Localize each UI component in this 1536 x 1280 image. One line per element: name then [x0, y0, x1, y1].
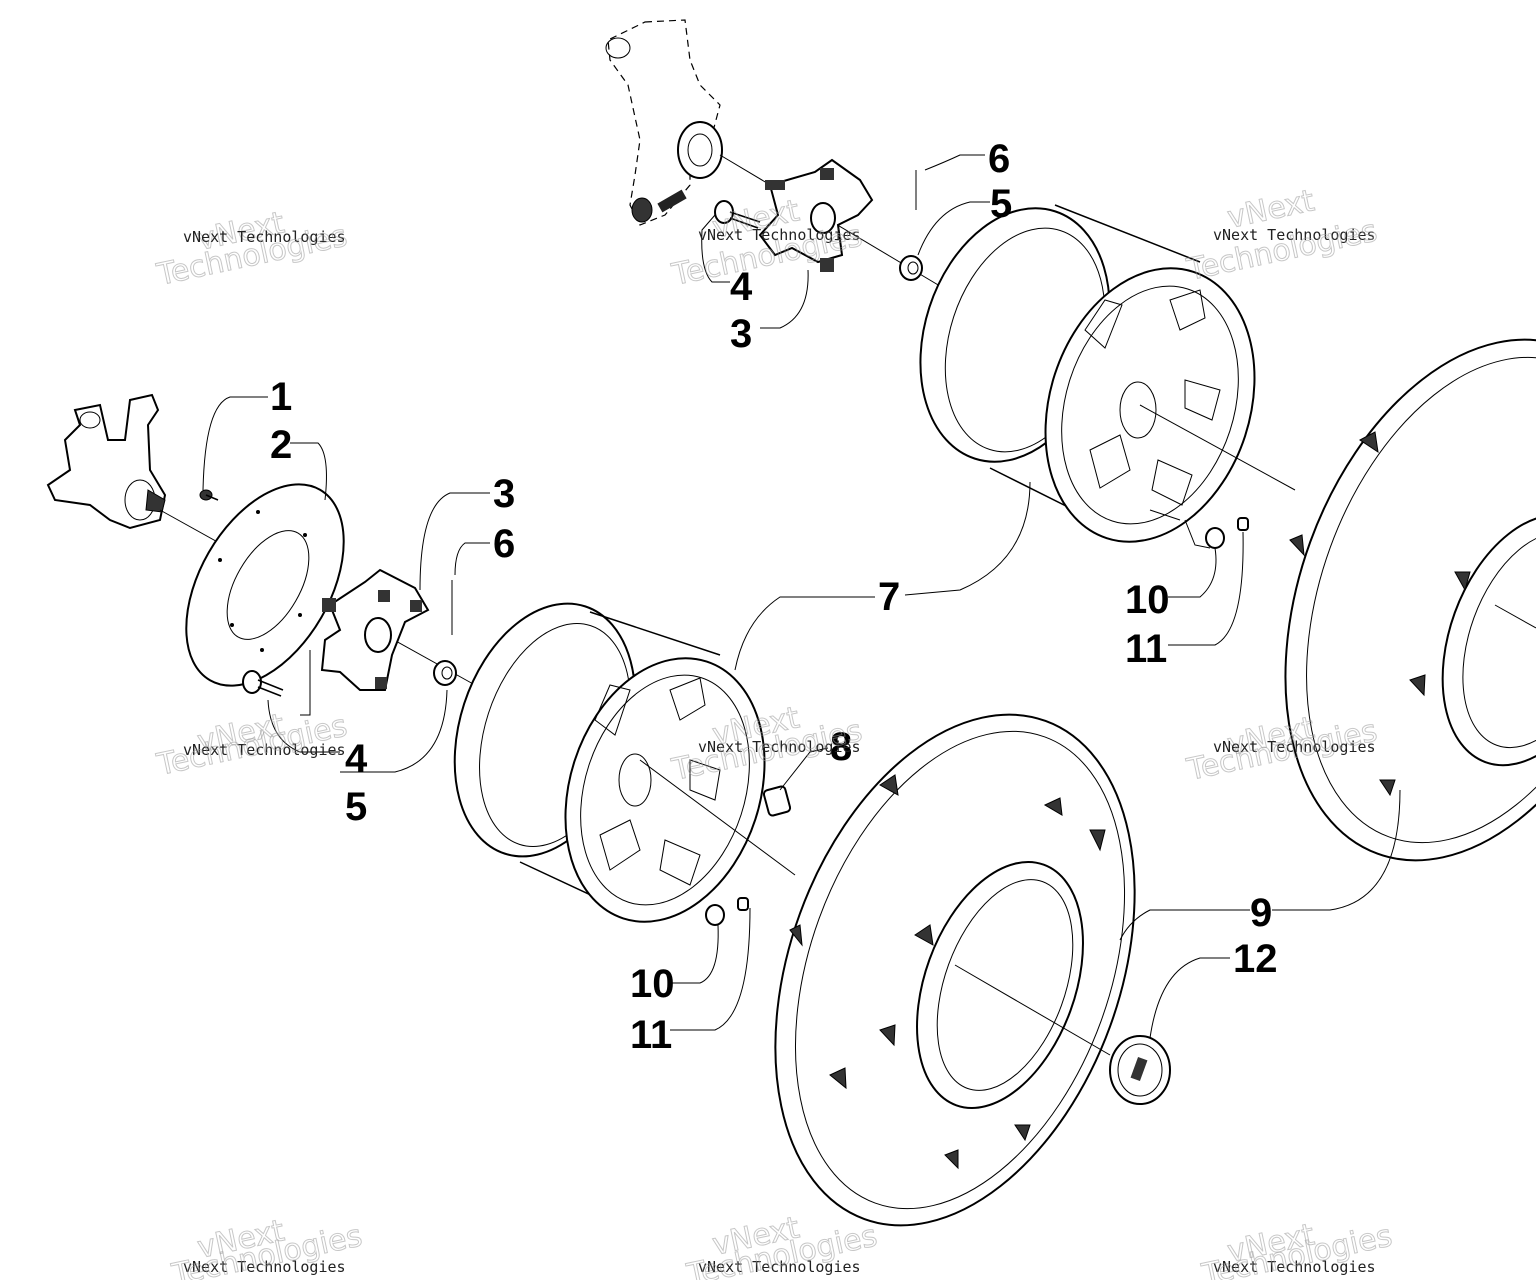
callout-5-lower: 5 — [345, 785, 367, 829]
svg-text:vNext Technologies: vNext Technologies — [698, 226, 861, 244]
svg-text:vNext Technologies: vNext Technologies — [183, 741, 346, 759]
callout-9: 9 — [1250, 891, 1272, 935]
castle-nut-left — [433, 660, 457, 686]
callout-6-upper: 6 — [988, 137, 1010, 181]
callout-5-upper: 5 — [990, 182, 1012, 226]
callout-12: 12 — [1233, 937, 1278, 981]
callout-6-lower: 6 — [493, 522, 515, 566]
hub-cap — [1109, 1035, 1171, 1105]
hub-left — [320, 568, 430, 691]
watermark: vNext vNext Technologies Technologies — [168, 1213, 366, 1280]
lug-stud-left — [242, 670, 284, 697]
callout-numbers: 1 2 3 6 4 5 6 5 4 3 7 8 10 11 10 11 9 12 — [270, 137, 1278, 1057]
svg-text:vNext Technologies: vNext Technologies — [698, 1258, 861, 1276]
callout-3-upper: 3 — [730, 312, 752, 356]
callout-10-rear: 10 — [1125, 578, 1170, 622]
valve-stem-rear — [1205, 517, 1249, 549]
callout-8: 8 — [830, 725, 852, 769]
lug-nut — [762, 785, 792, 817]
brake-disc — [185, 483, 345, 687]
svg-text:vNext Technologies: vNext Technologies — [1213, 226, 1376, 244]
svg-text:vNext Technologies: vNext Technologies — [183, 1258, 346, 1276]
callout-11-rear: 11 — [1125, 627, 1167, 671]
callout-4-lower: 4 — [345, 737, 368, 781]
watermark: vNext vNext Technologies Technologies — [1183, 183, 1381, 289]
svg-text:vNext Technologies: vNext Technologies — [1213, 738, 1376, 756]
steering-knuckle-left — [46, 393, 167, 530]
tire-front — [774, 713, 1136, 1227]
callout-4-upper: 4 — [730, 265, 753, 309]
leader-lines — [202, 154, 1401, 1039]
watermark: vNext vNext Technologies Technologies — [153, 707, 351, 784]
steering-knuckle-upper — [605, 19, 723, 226]
callout-2: 2 — [270, 423, 292, 467]
disc-screw — [199, 489, 219, 501]
wheel-rim-front — [453, 602, 766, 923]
svg-text:vNext Technologies: vNext Technologies — [1213, 1258, 1376, 1276]
callout-1: 1 — [270, 375, 292, 419]
svg-text:vNext Technologies: vNext Technologies — [183, 228, 346, 246]
watermark: vNext vNext Technologies Technologies — [1198, 1217, 1396, 1280]
watermark: vNext vNext Technologies Technologies — [153, 205, 351, 294]
castle-nut-upper — [899, 255, 923, 281]
lug-stud-upper — [714, 200, 761, 229]
svg-text:vNext Technologies: vNext Technologies — [698, 738, 861, 756]
callout-10-front: 10 — [630, 962, 675, 1006]
tire-rear — [1284, 338, 1536, 862]
valve-stem-front — [705, 897, 749, 926]
callout-11-front: 11 — [630, 1013, 672, 1057]
wheel-rim-rear — [919, 204, 1256, 543]
callout-3-lower: 3 — [493, 472, 515, 516]
callout-7: 7 — [878, 575, 900, 619]
hub-upper — [758, 158, 874, 272]
watermark: vNext vNext Technologies Technologies — [683, 1210, 881, 1280]
